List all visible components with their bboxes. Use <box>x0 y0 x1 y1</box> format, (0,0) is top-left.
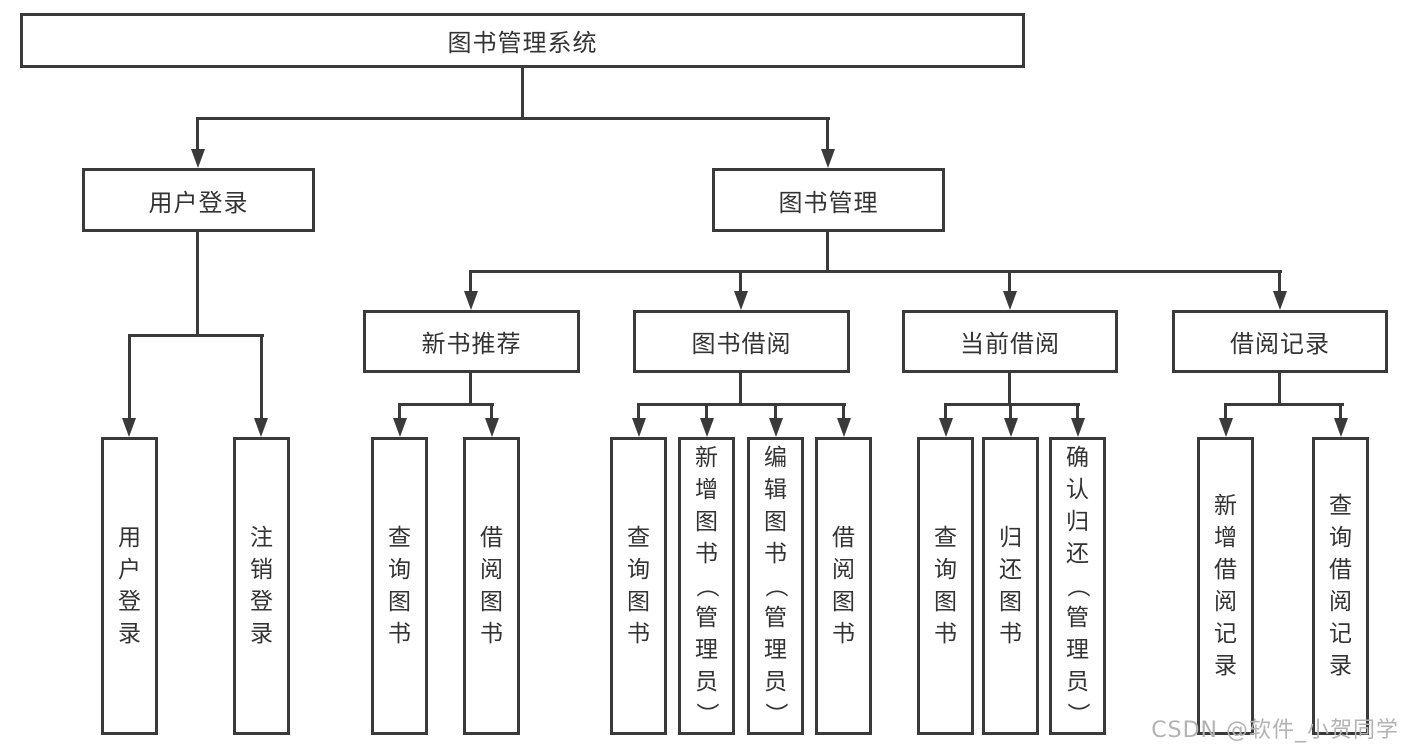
node-leaf-return-books: 归还图书 <box>982 437 1039 735</box>
node-label: 新书推荐 <box>421 330 522 358</box>
node-label: 查询借阅记录 <box>1329 493 1352 679</box>
node-label: 图书管理系统 <box>447 29 598 57</box>
connector-drop-leaf-user-login <box>128 334 131 419</box>
node-leaf-query-books-recommend: 查询图书 <box>371 437 428 735</box>
node-label: 图书借阅 <box>691 330 792 358</box>
node-label: 确认归还（管理员） <box>1064 445 1091 726</box>
node-label: 注销登录 <box>250 525 273 647</box>
connector-drop <box>490 403 493 419</box>
arrowhead-down-icon <box>191 149 205 168</box>
connector-drop <box>842 403 845 419</box>
connector-drop <box>1339 403 1342 419</box>
connector-new-book-rail <box>398 403 494 406</box>
node-label: 查询图书 <box>627 525 650 647</box>
arrowhead-down-icon <box>1004 418 1018 437</box>
connector-drop <box>637 403 640 419</box>
node-leaf-query-borrow-record: 查询借阅记录 <box>1312 437 1369 735</box>
arrowhead-down-icon <box>1334 418 1348 437</box>
arrowhead-down-icon <box>821 149 835 168</box>
connector-drop-current-borrow <box>1008 270 1011 293</box>
arrowhead-down-icon <box>1003 291 1017 310</box>
arrowhead-down-icon <box>734 291 748 310</box>
arrowhead-down-icon <box>632 418 646 437</box>
node-label: 借阅图书 <box>480 525 503 647</box>
node-leaf-query-books-borrow: 查询图书 <box>610 437 667 735</box>
arrowhead-down-icon <box>254 418 268 437</box>
node-label: 借阅记录 <box>1230 330 1330 358</box>
node-leaf-edit-books-admin: 编辑图书（管理员） <box>747 437 804 735</box>
connector-drop <box>774 403 777 419</box>
arrowhead-down-icon <box>939 418 953 437</box>
node-book-management: 图书管理 <box>712 168 945 232</box>
node-book-borrow: 图书借阅 <box>633 310 850 373</box>
connector-user-login-stem <box>196 232 199 337</box>
connector-drop <box>1076 403 1079 419</box>
node-label: 新增借阅记录 <box>1214 493 1237 679</box>
connector-book-borrow-stem <box>739 373 742 406</box>
arrowhead-down-icon <box>464 291 478 310</box>
node-label: 当前借阅 <box>960 330 1060 358</box>
arrowhead-down-icon <box>1219 418 1233 437</box>
node-leaf-add-borrow-record: 新增借阅记录 <box>1197 437 1254 735</box>
node-leaf-borrow-books: 借阅图书 <box>815 437 872 735</box>
connector-drop-user-login <box>196 117 199 151</box>
connector-drop-borrow-records <box>1278 270 1281 293</box>
node-user-login: 用户登录 <box>82 168 315 232</box>
node-leaf-confirm-return-admin: 确认归还（管理员） <box>1049 437 1106 735</box>
connector-root-stem <box>521 68 524 119</box>
connector-borrow-records-stem <box>1278 373 1281 406</box>
connector-drop <box>705 403 708 419</box>
node-label: 新增图书（管理员） <box>693 445 720 726</box>
connector-drop-book-borrow <box>739 270 742 293</box>
arrowhead-down-icon <box>837 418 851 437</box>
csdn-watermark: CSDN @软件_小贺同学 <box>1151 718 1399 743</box>
node-label: 借阅图书 <box>832 525 855 647</box>
node-label: 编辑图书（管理员） <box>762 445 789 726</box>
connector-drop <box>1009 403 1012 419</box>
connector-current-borrow-stem <box>1008 373 1011 406</box>
arrowhead-down-icon <box>769 418 783 437</box>
node-new-book-recommend: 新书推荐 <box>363 310 580 373</box>
node-borrow-records: 借阅记录 <box>1172 310 1388 373</box>
arrowhead-down-icon <box>485 418 499 437</box>
node-label: 归还图书 <box>999 525 1022 647</box>
node-leaf-query-books-current: 查询图书 <box>917 437 974 735</box>
connector-root-rail <box>196 117 830 120</box>
connector-drop <box>944 403 947 419</box>
node-current-borrow: 当前借阅 <box>902 310 1118 373</box>
node-label: 查询图书 <box>934 525 957 647</box>
connector-book-borrow-rail <box>637 403 846 406</box>
node-label: 查询图书 <box>388 525 411 647</box>
connector-book-management-stem <box>826 232 829 273</box>
arrowhead-down-icon <box>393 418 407 437</box>
connector-drop-book-management <box>826 117 829 151</box>
node-label: 用户登录 <box>118 525 141 647</box>
connector-user-login-rail <box>128 334 264 337</box>
connector-drop-new-book <box>469 270 472 293</box>
node-leaf-logout: 注销登录 <box>233 437 290 735</box>
connector-drop <box>398 403 401 419</box>
node-leaf-borrow-books-recommend: 借阅图书 <box>463 437 520 735</box>
connector-book-management-rail <box>469 270 1282 273</box>
arrowhead-down-icon <box>1071 418 1085 437</box>
connector-borrow-records-rail <box>1224 403 1344 406</box>
node-leaf-add-books-admin: 新增图书（管理员） <box>678 437 735 735</box>
arrowhead-down-icon <box>1273 291 1287 310</box>
node-leaf-user-login: 用户登录 <box>101 437 158 735</box>
node-label: 用户登录 <box>148 188 249 217</box>
node-library-management-system: 图书管理系统 <box>20 13 1025 68</box>
connector-drop-leaf-logout <box>260 334 263 419</box>
arrowhead-down-icon <box>700 418 714 437</box>
connector-drop <box>1224 403 1227 419</box>
connector-current-borrow-rail <box>944 403 1080 406</box>
node-label: 图书管理 <box>778 188 879 217</box>
arrowhead-down-icon <box>122 418 136 437</box>
connector-new-book-stem <box>469 373 472 406</box>
